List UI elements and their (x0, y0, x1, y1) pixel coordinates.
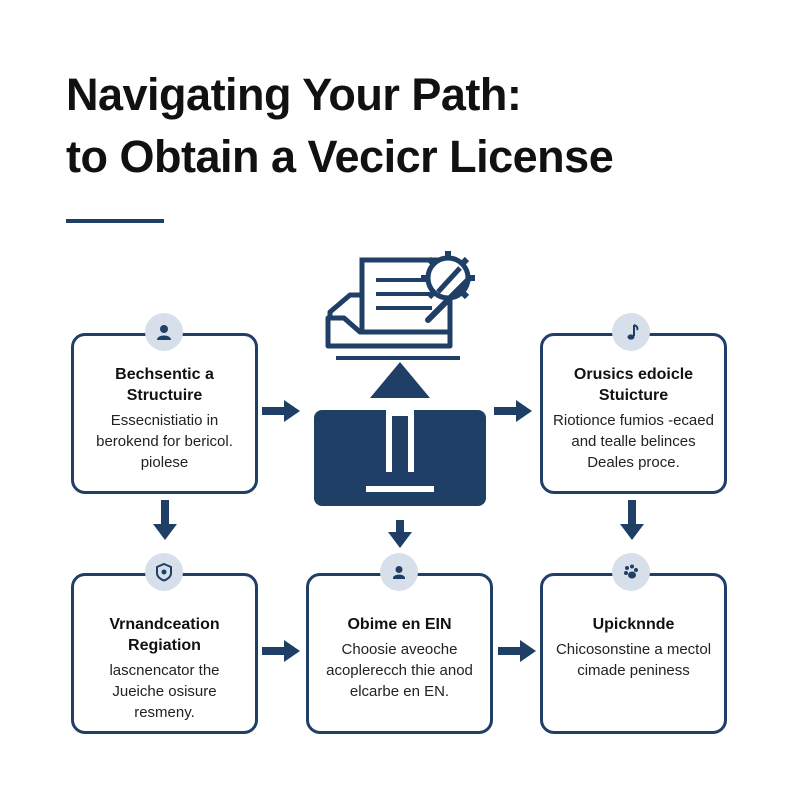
step-3-body: lascnencator the Jueiche osisure resmeny… (109, 662, 220, 721)
step-2-body: Riotionce fumios -ecaed and tealle belin… (553, 412, 714, 471)
arrow-down-icon (153, 500, 177, 540)
title-line-2: to Obtain a Vecicr License (66, 131, 614, 182)
step-card-3[interactable]: Vrnandceation Regiation lascnencator the… (71, 573, 258, 734)
title-line-1: Navigating Your Path: (66, 69, 522, 120)
step-card-5[interactable]: Upicknnde Chicosonstine a mectol cimade … (540, 573, 727, 734)
document-gear-icon (314, 251, 486, 506)
arrow-right-icon (262, 400, 300, 422)
step-4-title: Obime en EIN (347, 616, 452, 633)
step-3-title: Vrnandceation Regiation (109, 616, 220, 654)
step-card-1[interactable]: Bechsentic a Structuire Essecnistiatio i… (71, 333, 258, 494)
user-circle-icon (393, 566, 405, 579)
step-card-2[interactable]: Orusics edoicle Stuicture Riotionce fumi… (540, 333, 727, 494)
arrow-down-icon (388, 520, 412, 548)
step-1-title: Bechsentic a Structuire (115, 366, 214, 404)
title-underline (66, 219, 164, 223)
person-icon (157, 325, 171, 340)
music-note-icon (627, 324, 639, 340)
step-5-body: Chicosonstine a mectol cimade peniness (555, 641, 712, 679)
step-3-badge (145, 553, 183, 591)
step-2-badge (612, 313, 650, 351)
license-illustration (300, 250, 500, 510)
shield-icon (156, 562, 172, 582)
paw-icon (624, 564, 638, 579)
page-title: Navigating Your Path: to Obtain a Vecicr… (66, 64, 766, 188)
arrow-right-icon (498, 640, 536, 662)
step-2-title: Orusics edoicle Stuicture (573, 366, 694, 404)
step-5-title: Upicknnde (592, 616, 675, 633)
arrow-right-icon (494, 400, 532, 422)
step-1-badge (145, 313, 183, 351)
step-4-body: Choosie aveoche acoplerecch thie anod el… (326, 641, 473, 700)
step-4-badge (380, 553, 418, 591)
arrow-right-icon (262, 640, 300, 662)
step-5-badge (612, 553, 650, 591)
arrow-down-icon (620, 500, 644, 540)
step-1-body: Essecnistiatio in berokend for bericol. … (96, 412, 233, 471)
step-card-4[interactable]: Obime en EIN Choosie aveoche acoplerecch… (306, 573, 493, 734)
